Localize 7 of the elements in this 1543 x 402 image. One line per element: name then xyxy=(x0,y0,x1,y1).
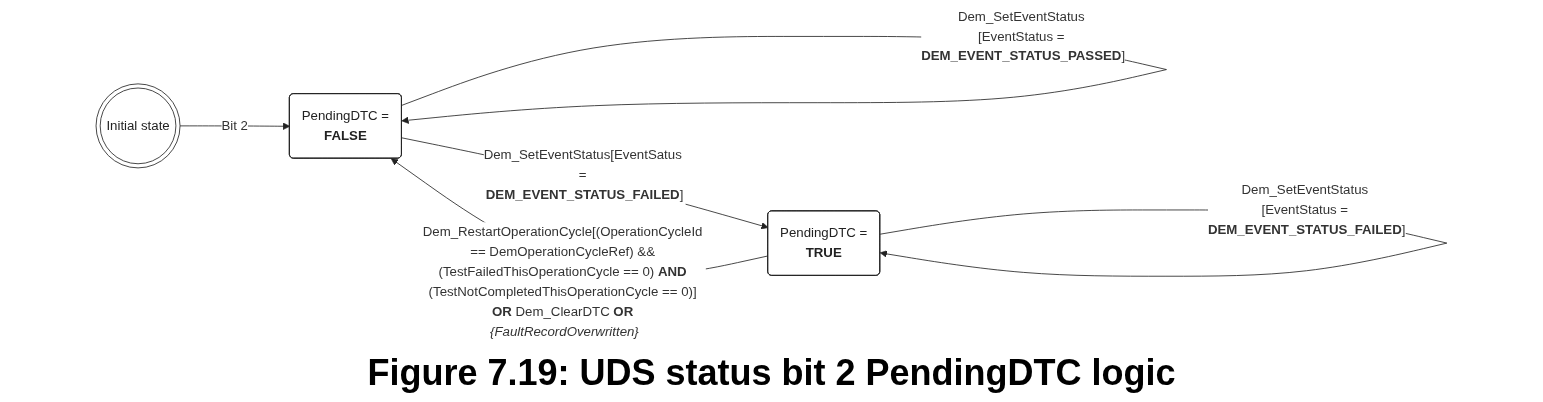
figure-caption: Figure 7.19: UDS status bit 2 PendingDTC logic xyxy=(367,351,1176,395)
edge-label: Dem_SetEventStatus[EventSatus = DEM_EVENT_STATUS_FAILED] xyxy=(483,147,684,202)
edge-label: Dem_RestartOperationCycle[(OperationCycleId == DemOperationCycleRef) && (TestFailedThisOperationCycle == 0) AND (TestNotCompletedThisOperationCycle == 0)] OR Dem_ClearDTC OR {FaultRecordOverwritten} xyxy=(422,224,703,339)
edge-label: Dem_SetEventStatus [EventStatus = DEM_EVENT_STATUS_FAILED] xyxy=(1207,182,1406,237)
edge-label: Bit 2 xyxy=(221,118,248,133)
edge-label: Dem_SetEventStatus [EventStatus = DEM_EVENT_STATUS_PASSED] xyxy=(921,9,1126,63)
node-circle: Initial state xyxy=(95,83,181,169)
